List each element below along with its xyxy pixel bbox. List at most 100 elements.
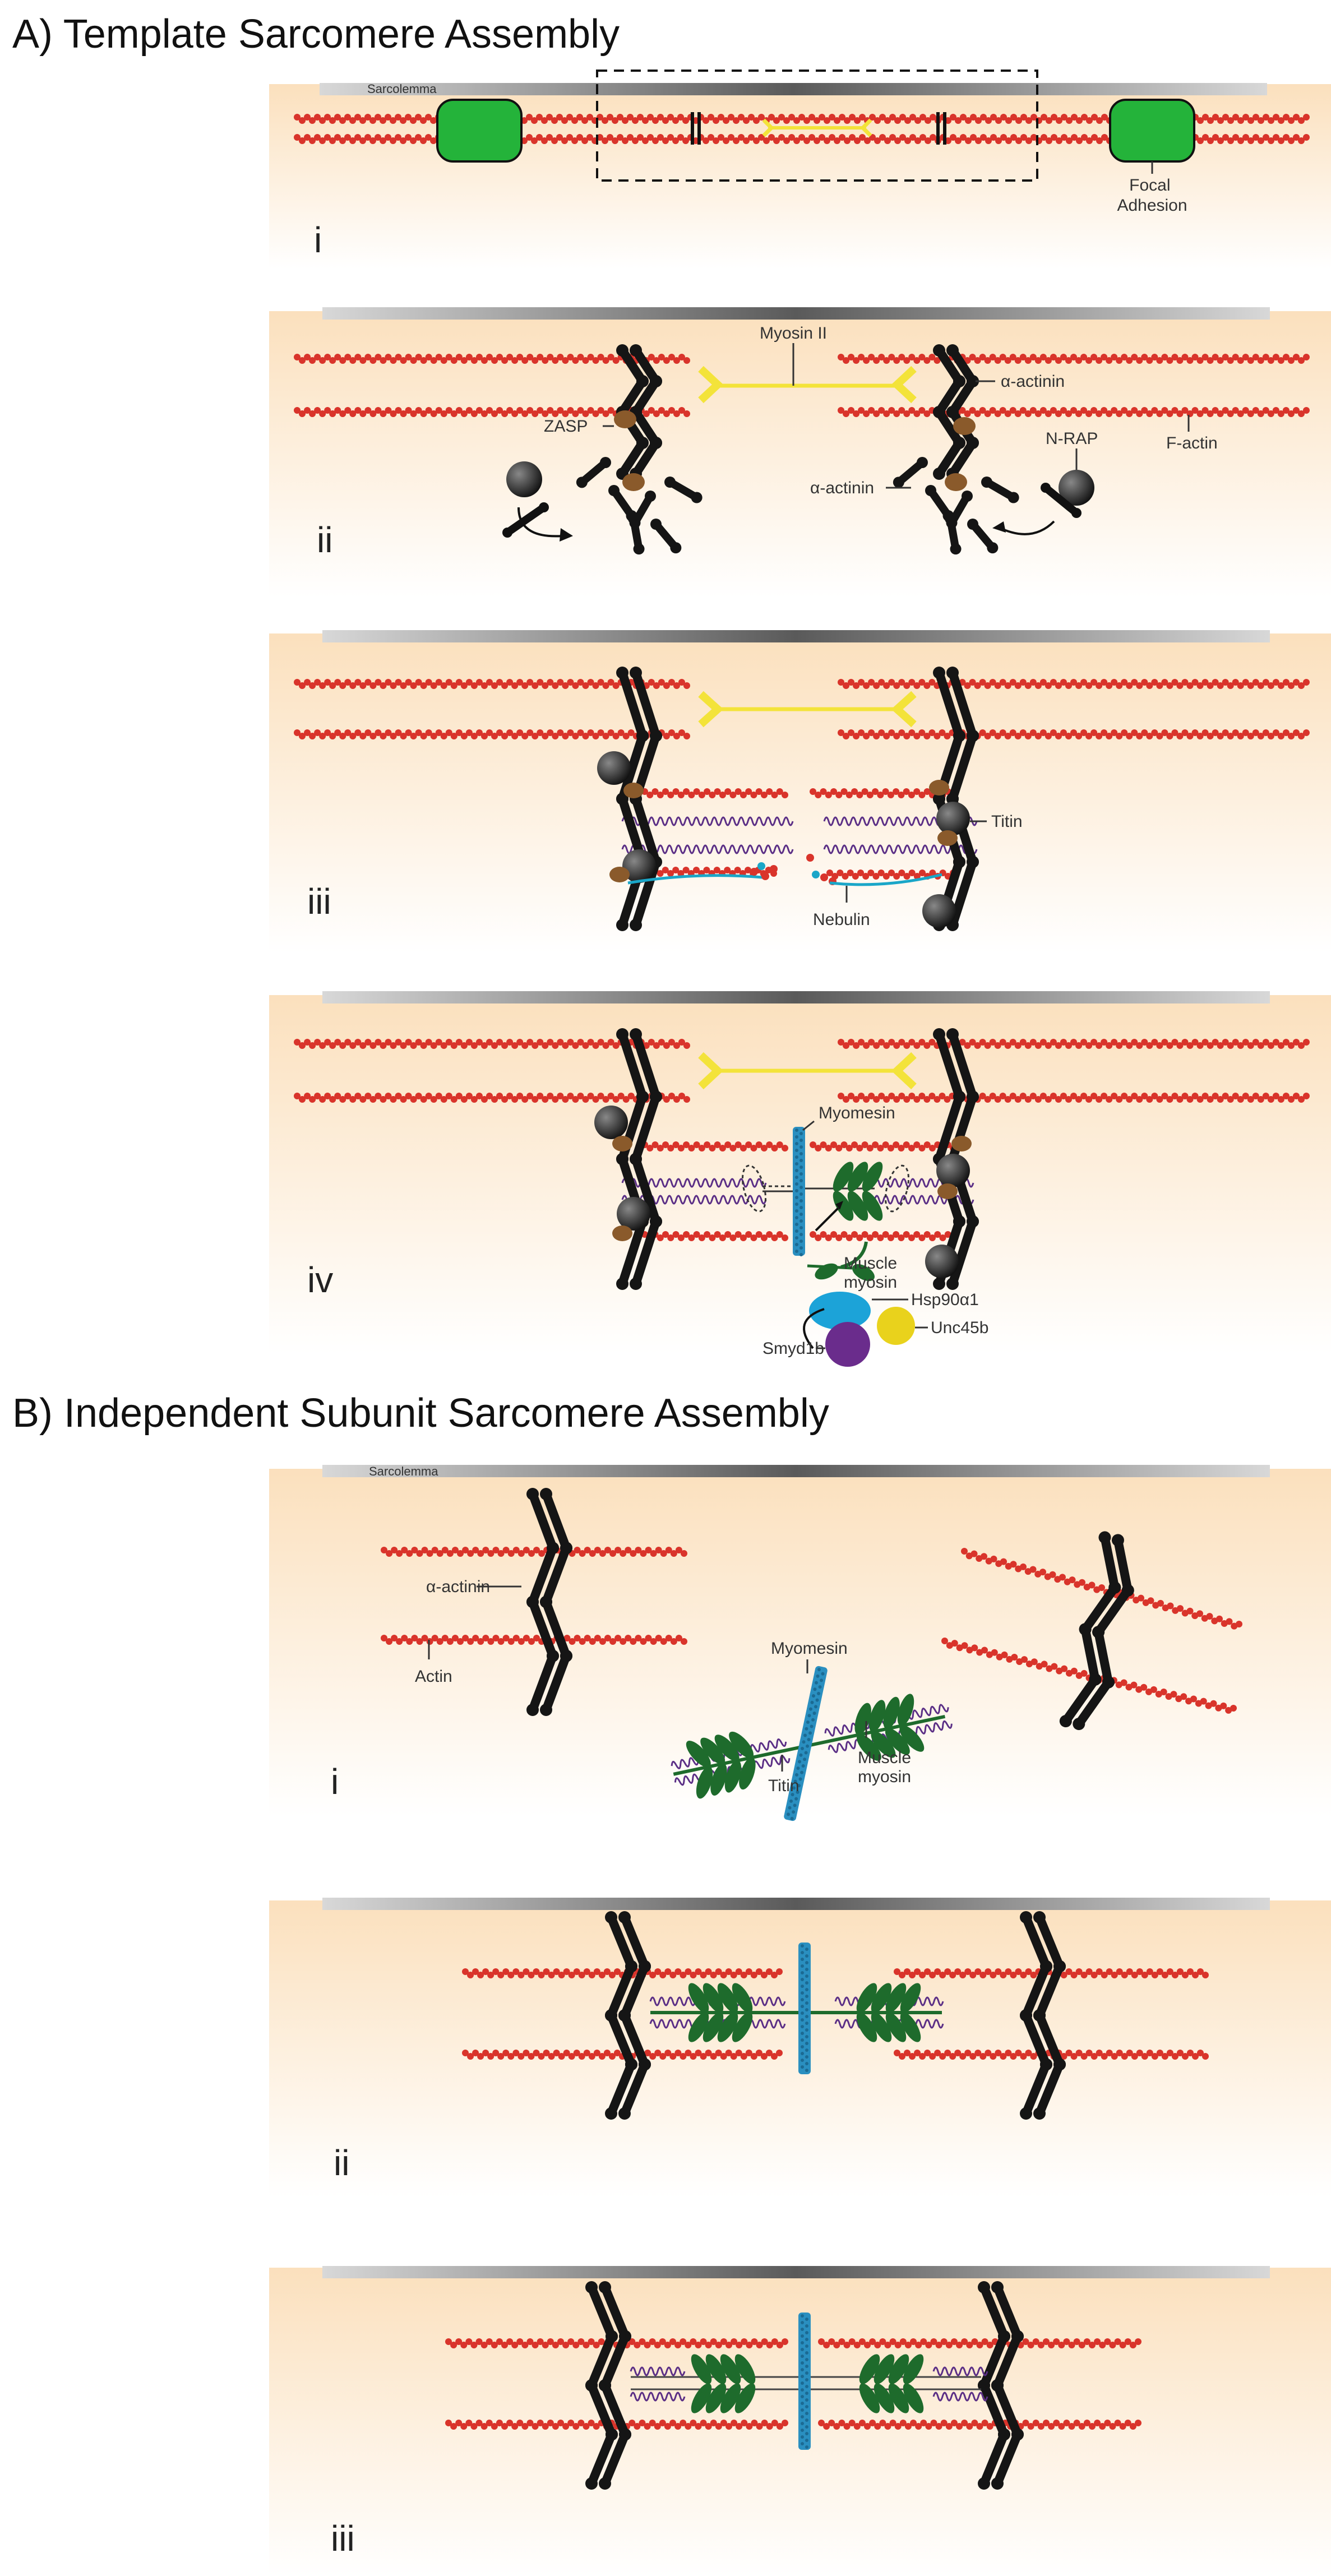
actin-filament bbox=[445, 2420, 788, 2430]
smyd1b-label: Smyd1b bbox=[762, 1339, 824, 1358]
actin-filament bbox=[894, 2050, 1209, 2060]
sarcolemma bbox=[322, 1898, 1270, 1910]
titin-label: Titin bbox=[768, 1777, 799, 1795]
panel-a-iv: Myomesin Muscle myosin Hsp90α1 Unc45b Sm… bbox=[269, 991, 1331, 1367]
myosin-ii-mini bbox=[762, 118, 872, 137]
sarcolemma bbox=[320, 83, 1267, 95]
focal-adhesion-label-line1: Focal bbox=[1129, 176, 1170, 195]
titin-spring bbox=[874, 1195, 974, 1205]
focal-adhesion-label-text: Focal Adhesion bbox=[1117, 176, 1187, 215]
panel-numeral: ii bbox=[334, 2143, 349, 2183]
muscle-myosin-heads-right bbox=[859, 2354, 924, 2413]
titin-spring bbox=[932, 2392, 988, 2402]
actin-filament bbox=[838, 679, 1310, 689]
nrap-balls bbox=[594, 1106, 970, 1278]
nrap-label: N-RAP bbox=[1046, 429, 1098, 448]
section-a-title: A) Template Sarcomere Assembly bbox=[12, 12, 620, 57]
myosin-ii bbox=[698, 1052, 917, 1090]
sarcolemma bbox=[322, 307, 1270, 320]
nebulin-strands bbox=[627, 854, 942, 886]
actin-filament bbox=[810, 1231, 956, 1241]
nrap-balls bbox=[597, 751, 970, 928]
actin-filament bbox=[294, 1039, 690, 1049]
unc45b-label: Unc45b bbox=[931, 1319, 988, 1337]
panel-b-iii: iii bbox=[269, 2266, 1331, 2576]
titin-label: Titin bbox=[991, 812, 1023, 831]
titin-spring bbox=[630, 2366, 686, 2376]
actin-filament bbox=[818, 2338, 1141, 2348]
titin-spring bbox=[932, 2366, 988, 2376]
panel-numeral: i bbox=[314, 220, 322, 260]
muscle-myosin-label: Muscle myosin bbox=[858, 1749, 916, 1786]
nrap-ball-right bbox=[992, 470, 1094, 535]
muscle-myosin-heads-right bbox=[856, 1983, 921, 2042]
panel-a-i: Sarcolemma Focal Adhesion i bbox=[269, 70, 1331, 269]
actin-filament bbox=[838, 1039, 1310, 1049]
actin-filament bbox=[294, 729, 690, 739]
sarcolemma bbox=[322, 630, 1270, 642]
factin-label: F-actin bbox=[1166, 434, 1218, 452]
actin-filament bbox=[294, 679, 690, 689]
z-disc-left bbox=[526, 1488, 572, 1716]
actin-filament bbox=[838, 407, 1310, 417]
zasp-blobs bbox=[609, 780, 958, 882]
actin-label: Actin bbox=[415, 1667, 452, 1686]
panel-numeral: ii bbox=[317, 520, 332, 560]
chaperone-complex bbox=[803, 1201, 915, 1367]
titin-spring bbox=[630, 2392, 686, 2402]
z-disc-right bbox=[1059, 1531, 1134, 1731]
sarcolemma bbox=[322, 2266, 1270, 2278]
myosin-ii bbox=[698, 691, 917, 728]
actin-filament bbox=[462, 1968, 783, 1978]
myomesin-bar bbox=[784, 1666, 828, 1821]
hsp90-label: Hsp90α1 bbox=[911, 1291, 979, 1309]
alpha-actinin-label-left: α-actinin bbox=[810, 479, 874, 497]
actin-filament bbox=[294, 354, 690, 364]
focal-adhesion-right bbox=[1109, 99, 1195, 163]
panel-a-iii: Titin Nebulin iii bbox=[269, 630, 1331, 953]
muscle-myosin-label: Muscle myosin bbox=[844, 1254, 902, 1292]
actin-filament bbox=[838, 354, 1310, 364]
myosin-ii bbox=[698, 366, 917, 404]
muscle-myosin-heads bbox=[833, 1162, 883, 1221]
panel-a-ii: Myosin II α-actinin ZASP N-RAP F-actin α… bbox=[269, 307, 1331, 597]
muscle-myosin-label-line1: Muscle bbox=[858, 1749, 911, 1767]
panel-numeral: iii bbox=[307, 881, 331, 922]
myomesin-bar bbox=[798, 2313, 811, 2450]
muscle-myosin-heads-left bbox=[688, 1983, 753, 2042]
muscle-myosin-label-line2: myosin bbox=[858, 1768, 911, 1786]
actin-filament bbox=[818, 2420, 1141, 2430]
myosin-ii-label: Myosin II bbox=[760, 324, 827, 343]
actin-filament bbox=[838, 729, 1310, 739]
actin-filament bbox=[826, 870, 956, 880]
zoom-box bbox=[596, 70, 1038, 182]
panel-numeral: i bbox=[331, 1761, 339, 1802]
myomesin-bar bbox=[793, 1127, 805, 1256]
z-disc-small-left bbox=[691, 112, 701, 145]
panel-numeral: iv bbox=[307, 1260, 333, 1300]
panel-b-i: Sarcolemma α-actinin Actin Myomesin Titi… bbox=[269, 1464, 1331, 1821]
muscle-myosin-heads-right bbox=[854, 1694, 925, 1761]
titin-spring bbox=[621, 816, 794, 826]
z-disc-small-right bbox=[936, 112, 946, 145]
actin-filament bbox=[381, 1635, 687, 1645]
sarcolemma-label: Sarcolemma bbox=[367, 82, 437, 96]
myomesin-label: Myomesin bbox=[819, 1104, 895, 1122]
sarcolemma-label: Sarcolemma bbox=[369, 1464, 438, 1478]
muscle-myosin-label-line1: Muscle bbox=[844, 1254, 897, 1273]
focal-adhesion-left bbox=[436, 99, 523, 163]
panel-b-ii: ii bbox=[269, 1898, 1331, 2198]
actin-filament bbox=[641, 1141, 788, 1151]
actin-filament bbox=[961, 1548, 1242, 1630]
panel-numeral: iii bbox=[331, 2518, 355, 2559]
z-disc-left bbox=[585, 2281, 631, 2490]
nebulin-label: Nebulin bbox=[813, 910, 870, 929]
z-disc-right bbox=[1020, 1911, 1066, 2120]
myomesin-bar bbox=[798, 1943, 811, 2074]
zasp-label: ZASP bbox=[544, 417, 588, 436]
alpha-actinin-label-right: α-actinin bbox=[1001, 372, 1065, 391]
zasp-blobs bbox=[612, 1136, 972, 1241]
nrap-ball-left bbox=[502, 461, 573, 542]
section-b-title: B) Independent Subunit Sarcomere Assembl… bbox=[12, 1391, 829, 1436]
